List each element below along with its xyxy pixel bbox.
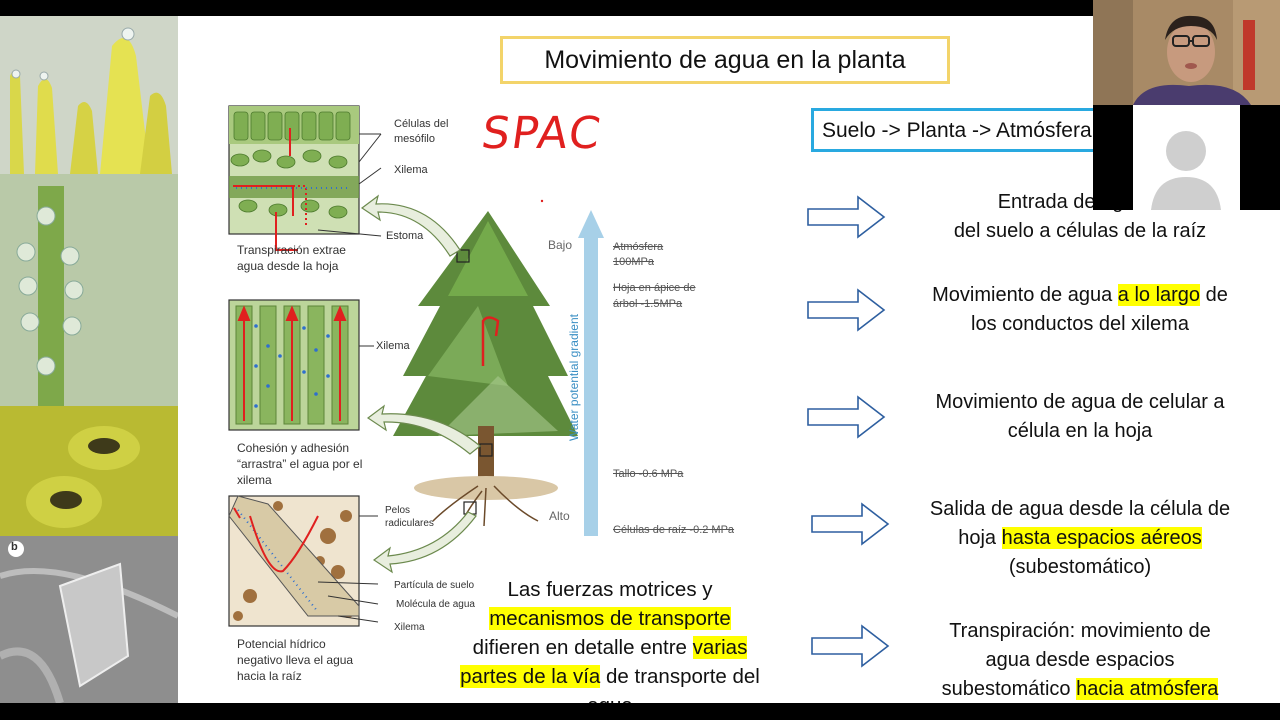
- text-segment: subestomático: [941, 678, 1077, 700]
- top-letterbox: [0, 0, 1280, 16]
- highlighted-text: mecanismos de transporte: [489, 607, 731, 630]
- root-caption-1: Potencial hídrico: [237, 637, 326, 651]
- slide-canvas: Movimiento de agua en la planta Suelo ->…: [178, 16, 1280, 703]
- stem-caption-2: “arrastra” el agua por el: [237, 457, 363, 471]
- text-segment: agua: [587, 694, 633, 703]
- bottom-statement: Las fuerzas motrices y mecanismos de tran…: [440, 575, 780, 703]
- presenter-video: [1093, 0, 1280, 105]
- leaf-caption-1: Transpiración extrae: [237, 243, 346, 257]
- text-segment: agua desde espacios: [985, 649, 1175, 671]
- highlighted-text: varias: [692, 636, 748, 659]
- leaf-caption-2: agua desde la hoja: [237, 259, 339, 273]
- value-atmosphere-1: Atmósfera: [613, 241, 664, 253]
- label-root-xylem: Xilema: [394, 622, 425, 633]
- step-arrow-3: [807, 395, 886, 439]
- bottom-letterbox: [0, 703, 1280, 720]
- participant-avatar-tile: [1133, 105, 1240, 210]
- user-avatar-icon: [1133, 105, 1240, 210]
- root-caption-3: hacia la raíz: [237, 669, 302, 683]
- video-gap-left: [1093, 105, 1133, 210]
- label-stoma: Estoma: [386, 230, 424, 242]
- step-line: (subestomático): [890, 553, 1270, 582]
- gradient-arrow: [578, 210, 604, 536]
- text-segment: Movimiento de agua: [932, 284, 1118, 306]
- step-line: los conductos del xilema: [890, 310, 1270, 339]
- step-line: hoja hasta espacios aéreos: [890, 524, 1270, 553]
- root-caption-2: negativo lleva el agua: [237, 653, 354, 667]
- slide-title: Movimiento de agua en la planta: [500, 36, 950, 84]
- text-segment: hoja: [958, 527, 1002, 549]
- step-line: Salida de agua desde la célula de: [890, 495, 1270, 524]
- text-segment: de transporte del: [600, 665, 760, 688]
- step-arrow-4: [811, 502, 890, 546]
- photo-label-b: b: [11, 541, 18, 553]
- bottom-line: difieren en detalle entre varias: [440, 633, 780, 662]
- label-water-molecule: Molécula de agua: [396, 599, 475, 610]
- step-line: célula en la hoja: [890, 417, 1270, 446]
- root-section-drawing: [228, 495, 379, 627]
- bottom-line: Las fuerzas motrices y: [440, 575, 780, 604]
- label-mesophyll-2: mesófilo: [394, 133, 435, 145]
- photo-strip: b: [0, 16, 178, 703]
- text-segment: (subestomático): [1008, 556, 1152, 578]
- stem-section-drawing: [228, 299, 374, 431]
- text-segment: Las fuerzas motrices y: [507, 578, 713, 601]
- text-segment: Movimiento de agua de celular a: [935, 391, 1225, 413]
- stem-caption-1: Cohesión y adhesión: [237, 441, 350, 455]
- zoom-arrows: [360, 194, 481, 574]
- text-segment: célula en la hoja: [1007, 420, 1153, 442]
- gradient-high-label: Alto: [549, 509, 570, 523]
- text-segment: Salida de agua desde la célula de: [929, 498, 1231, 520]
- step-line: Movimiento de agua a lo largo de: [890, 281, 1270, 310]
- highlighted-text: partes de la vía: [460, 665, 601, 688]
- text-segment: difieren en detalle entre: [472, 636, 693, 659]
- value-stem: Tallo -0.6 MPa: [613, 468, 684, 480]
- label-leaf-xylem: Xilema: [394, 164, 428, 176]
- value-atmosphere-2: 100MPa: [613, 256, 654, 268]
- step-line: Transpiración: movimiento de: [890, 617, 1270, 646]
- tree-drawing: [393, 211, 578, 532]
- bottom-line: mecanismos de transporte: [440, 604, 780, 633]
- step-arrow-5: [811, 624, 890, 668]
- step-text-3: Movimiento de agua de celular a célula en…: [890, 388, 1270, 446]
- highlighted-text: hacia atmósfera: [1076, 678, 1219, 700]
- highlighted-text: hasta espacios aéreos: [1001, 527, 1202, 549]
- stem-caption-3: xilema: [237, 473, 272, 487]
- step-text-2: Movimiento de agua a lo largo de los cond…: [890, 281, 1270, 339]
- step-arrow-2: [807, 288, 886, 332]
- step-text-4: Salida de agua desde la célula de hoja ha…: [890, 495, 1270, 582]
- text-segment: de: [1200, 284, 1228, 306]
- step-line: agua desde espacios: [890, 646, 1270, 675]
- label-root-hairs-1: Pelos: [385, 505, 411, 516]
- text-segment: los conductos del xilema: [971, 313, 1189, 335]
- step-line: del suelo a células de la raíz: [890, 217, 1270, 246]
- text-segment: Transpiración: movimiento de: [949, 620, 1211, 642]
- bottom-line: agua: [440, 691, 780, 703]
- gradient-label: Water potential gradient: [567, 313, 581, 441]
- video-gap-right: [1240, 105, 1280, 210]
- value-leaf-2: árbol -1.5MPa: [613, 298, 683, 310]
- gradient-low-label: Bajo: [548, 238, 573, 252]
- leaf-section-drawing: [228, 105, 382, 251]
- value-leaf-1: Hoja en ápice de: [613, 282, 696, 294]
- plant-diagram: Water potential gradient: [228, 105, 890, 668]
- step-arrow-1: [807, 195, 886, 239]
- label-root-hairs-2: radiculares: [385, 518, 434, 529]
- label-stem-xylem: Xilema: [376, 340, 410, 352]
- step-arrows: [807, 195, 890, 668]
- text-segment: del suelo a células de la raíz: [953, 220, 1207, 242]
- step-line: subestomático hacia atmósfera: [890, 675, 1270, 703]
- label-soil-particle: Partícula de suelo: [394, 580, 475, 591]
- step-line: Movimiento de agua de celular a: [890, 388, 1270, 417]
- plant-photos: [0, 16, 178, 703]
- step-text-5: Transpiración: movimiento de agua desde e…: [890, 617, 1270, 703]
- label-mesophyll-1: Células del: [394, 118, 449, 130]
- bottom-line: partes de la vía de transporte del: [440, 662, 780, 691]
- highlighted-text: a lo largo: [1117, 284, 1201, 306]
- value-root: Células de raíz -0.2 MPa: [613, 524, 735, 536]
